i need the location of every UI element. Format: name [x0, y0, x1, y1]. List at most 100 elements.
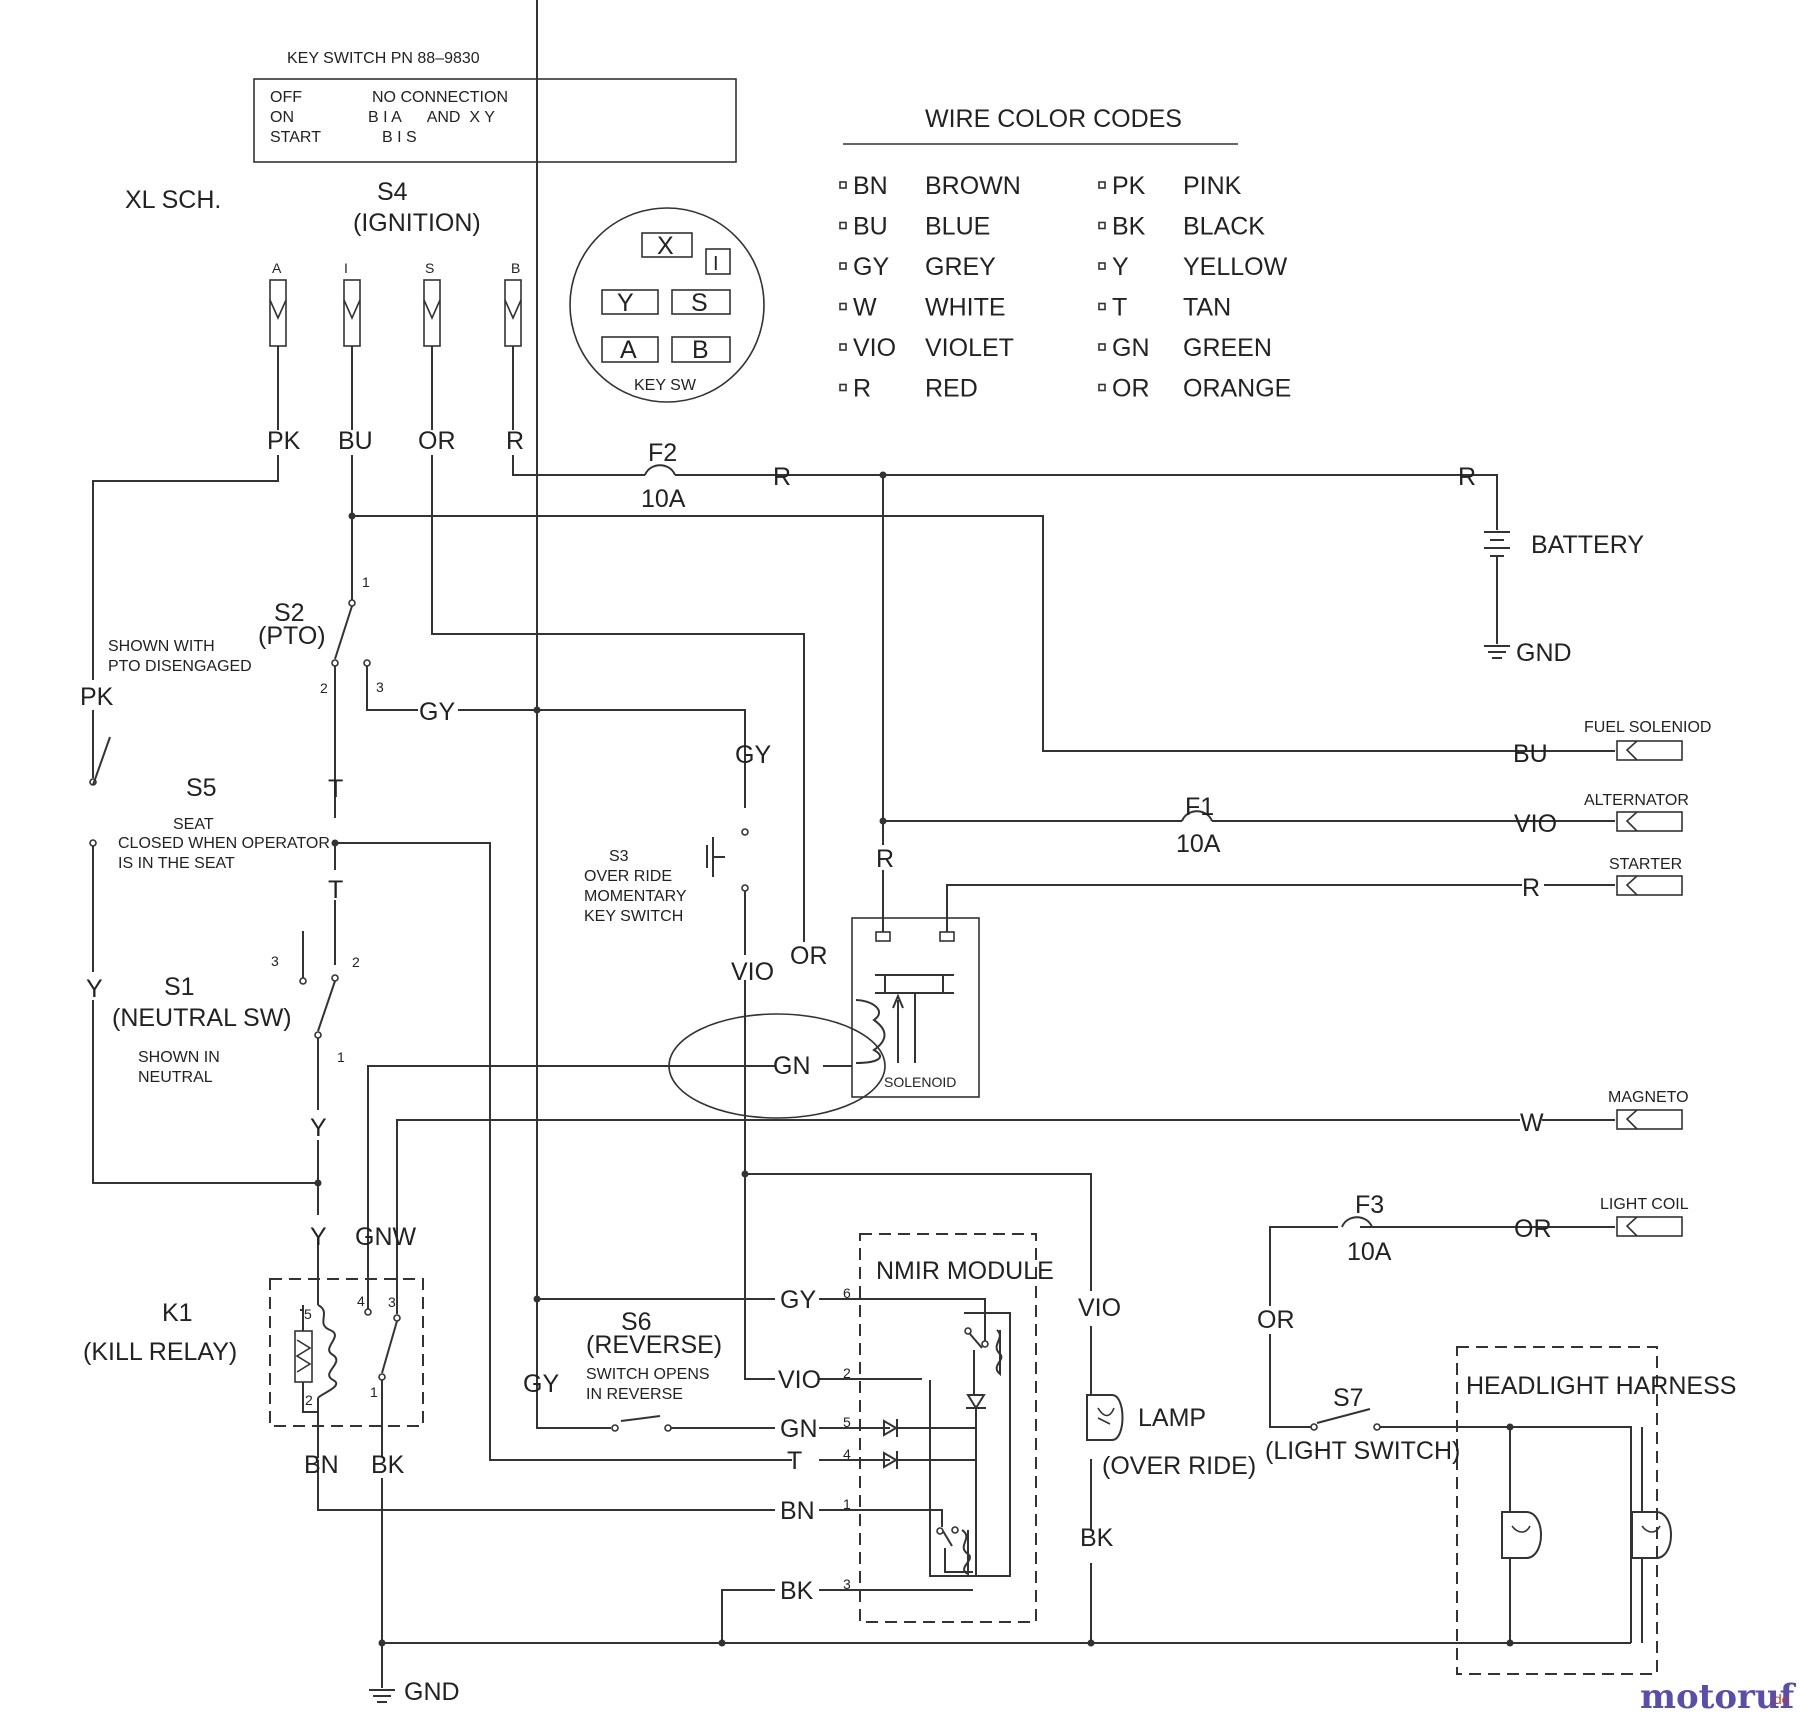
wire-label-r2: R [1458, 463, 1476, 491]
s1-pin-1: 1 [337, 1049, 345, 1065]
legend-code-r: R [853, 375, 871, 403]
s3-note3: KEY SWITCH [584, 908, 683, 925]
legend-code-gn: GN [1112, 334, 1150, 362]
nmir-pin-6: 6 [843, 1285, 851, 1301]
k1-desc: (KILL RELAY) [83, 1338, 237, 1366]
legend-name-r: RED [925, 375, 978, 403]
wire-label-bk: BK [371, 1451, 405, 1479]
s4-desc: (IGNITION) [353, 209, 481, 237]
key-face-a: A [620, 336, 637, 364]
nmir-pin-5: 5 [843, 1414, 851, 1430]
s6-desc: (REVERSE) [586, 1331, 722, 1359]
s4-name: S4 [377, 178, 408, 206]
wire-label-bu-fuel: BU [1513, 740, 1548, 768]
s2-desc: (PTO) [258, 622, 326, 650]
s5-note2: IS IN THE SEAT [118, 855, 235, 872]
key-face-s: S [691, 289, 708, 317]
f1-rating: 10A [1176, 830, 1221, 858]
nmir-title: NMIR MODULE [876, 1257, 1054, 1285]
wire-label-gnw: GNW [355, 1223, 417, 1251]
wire-label-gy-left: GY [523, 1370, 559, 1398]
wire-label-t2: T [328, 876, 343, 904]
legend-name-y: YELLOW [1183, 253, 1288, 281]
f2-rating: 10A [641, 485, 686, 513]
wire-label-vio-lamp: VIO [1078, 1294, 1121, 1322]
wire-label-gy-s2: GY [419, 698, 455, 726]
s4-terminal-b: B [511, 260, 520, 276]
legend-terminal-left [839, 383, 847, 392]
lamp-desc: (OVER RIDE) [1102, 1452, 1256, 1480]
lamp-name: LAMP [1138, 1404, 1206, 1432]
legend-terminal-left [839, 302, 847, 311]
legend-terminal-left [839, 221, 847, 230]
watermark-main: motoruf [1640, 1677, 1797, 1717]
output-starter: STARTER [1609, 856, 1682, 873]
key-switch-face: X I Y S A B KEY SW [569, 207, 765, 403]
legend-terminal-left [839, 181, 847, 189]
output-magneto: MAGNETO [1608, 1089, 1689, 1106]
output-fuel-solenoid: FUEL SOLENIOD [1584, 719, 1711, 736]
nmir-pin-3: 3 [843, 1576, 851, 1592]
wire-label-w-mag: W [1520, 1109, 1544, 1137]
f1-name: F1 [1185, 793, 1214, 821]
s5-desc: SEAT [173, 816, 214, 833]
k1-pin-4: 4 [357, 1293, 365, 1309]
s7-name: S7 [1333, 1384, 1364, 1412]
wires [89, 0, 1672, 1703]
output-light-coil: LIGHT COIL [1600, 1196, 1689, 1213]
wire-label-bk-lamp: BK [1080, 1524, 1114, 1552]
s3-name: S3 [609, 848, 629, 865]
wire-color-title: WIRE COLOR CODES [925, 105, 1182, 133]
wire-label-t-m: T [787, 1447, 802, 1475]
k1-pin-3: 3 [388, 1294, 396, 1310]
ground-label: GND [404, 1678, 460, 1706]
key-switch-conn-on: B I A AND X Y [368, 109, 495, 126]
wire-label-or-sol: OR [790, 942, 828, 970]
legend-name-bk: BLACK [1183, 213, 1265, 241]
s6-note2: IN REVERSE [586, 1386, 683, 1403]
wire-label-vio-alt: VIO [1514, 810, 1557, 838]
s1-note2: NEUTRAL [138, 1069, 213, 1086]
key-face-label: KEY SW [634, 377, 697, 394]
nmir-pin-4: 4 [843, 1446, 851, 1462]
s4-wire-pk: PK [267, 427, 301, 455]
wire-label-gy-s3: GY [735, 741, 771, 769]
s2-name: S2 [274, 599, 305, 627]
watermark-logo: motoruf .de [1640, 1677, 1797, 1717]
wire-label-vio-s3: VIO [731, 958, 774, 986]
legend-name-t: TAN [1183, 294, 1231, 322]
key-switch-pos-on: ON [270, 109, 294, 126]
s2-pin-1: 1 [362, 574, 370, 590]
legend-code-bk: BK [1112, 213, 1146, 241]
s4-wire-r: R [506, 427, 524, 455]
wire-label-y2: Y [310, 1223, 327, 1251]
s3-note1: OVER RIDE [584, 868, 672, 885]
s5-note1: CLOSED WHEN OPERATOR [118, 835, 330, 852]
legend-name-w: WHITE [925, 294, 1006, 322]
key-switch-part-number: KEY SWITCH PN 88–9830 [287, 50, 480, 67]
f3-name: F3 [1355, 1191, 1384, 1219]
legend-terminal-left [1098, 181, 1106, 189]
wire-label-vio-m: VIO [778, 1366, 821, 1394]
s1-name: S1 [164, 973, 195, 1001]
legend-code-gy: GY [853, 253, 889, 281]
key-face-b: B [692, 336, 709, 364]
s2-note2: PTO DISENGAGED [108, 658, 252, 675]
key-switch-pos-off: OFF [270, 89, 302, 106]
wire-label-y-left: Y [86, 975, 103, 1003]
wire-label-r-f1: R [876, 845, 894, 873]
wire-label-bn-m: BN [780, 1497, 815, 1525]
nmir-pin-1: 1 [843, 1496, 851, 1512]
legend-code-pk: PK [1112, 172, 1146, 200]
key-switch-table: KEY SWITCH PN 88–9830 OFF NO CONNECTION … [253, 50, 737, 163]
wire-label-or-s7: OR [1257, 1306, 1295, 1334]
legend-name-bu: BLUE [925, 213, 990, 241]
s4-terminal-i: I [344, 260, 348, 276]
k1-pin-2: 2 [305, 1392, 313, 1408]
wire-label-t1: T [328, 775, 343, 803]
legend-code-w: W [853, 294, 877, 322]
wire-label-bk-m: BK [780, 1577, 814, 1605]
s5-name: S5 [186, 774, 217, 802]
s1-pin-2: 2 [352, 954, 360, 970]
s4-terminal-s: S [425, 260, 434, 276]
